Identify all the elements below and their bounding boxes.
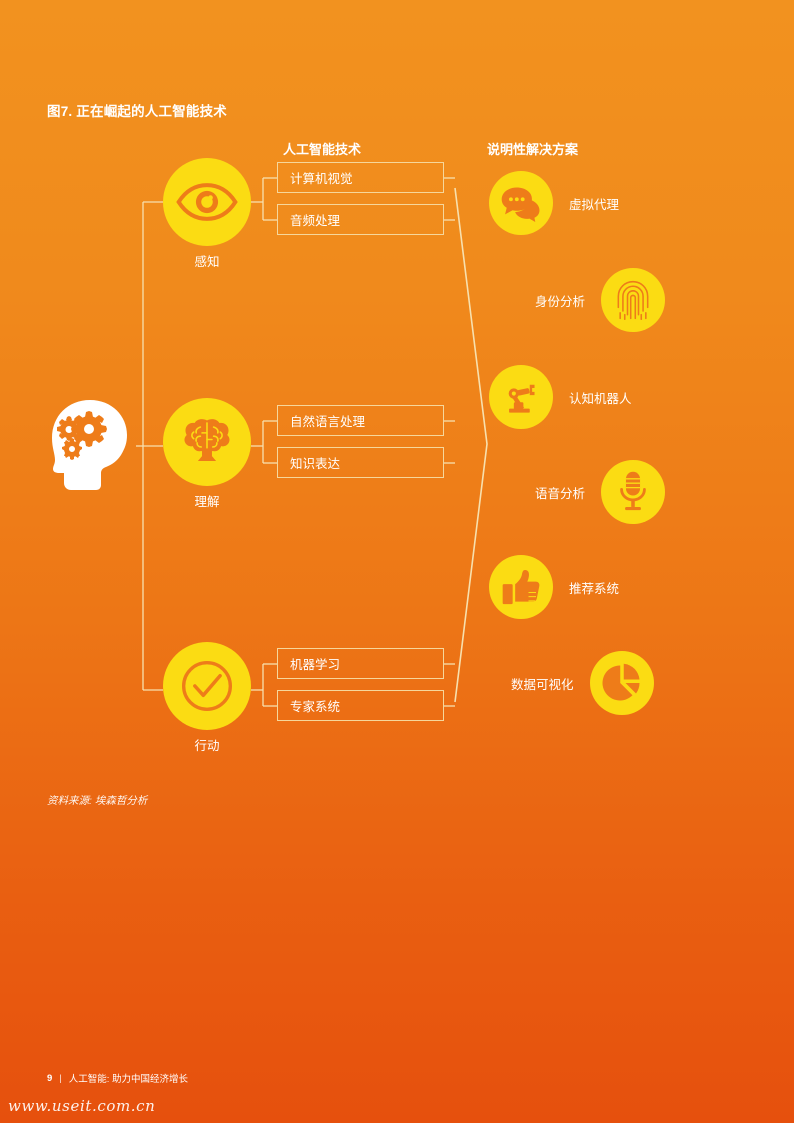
- chat-bubbles-icon: [501, 187, 540, 222]
- solution-label: 虚拟代理: [569, 197, 620, 212]
- capability-circle: [163, 398, 251, 486]
- eye-icon: [176, 183, 238, 221]
- solution-circle: [489, 171, 553, 235]
- head-with-gears-icon: [44, 398, 136, 493]
- technology-box[interactable]: 自然语言处理: [277, 405, 444, 436]
- solution-speech-analytics[interactable]: 语音分析: [535, 460, 666, 524]
- column-header-solution: 说明性解决方案: [487, 142, 579, 157]
- capability-label: 行动: [194, 739, 220, 753]
- capability-label: 感知: [194, 255, 220, 269]
- footer-separator: |: [59, 1072, 62, 1084]
- solution-virtual-agent[interactable]: 虚拟代理: [489, 171, 619, 235]
- watermark: www.useit.com.cn: [8, 1097, 156, 1115]
- capability-circle: [163, 158, 251, 246]
- technology-label: 自然语言处理: [290, 415, 366, 429]
- solution-label: 推荐系统: [569, 581, 620, 596]
- microphone-icon: [620, 471, 646, 511]
- check-circle-icon: [181, 660, 233, 712]
- technology-box[interactable]: 机器学习: [277, 648, 444, 679]
- footer-page-number: 9: [47, 1072, 53, 1084]
- solution-circle: [589, 651, 654, 715]
- technology-box[interactable]: 音频处理: [277, 204, 444, 235]
- solution-circle: [601, 460, 666, 524]
- solution-label: 数据可视化: [511, 677, 574, 692]
- solution-label: 身份分析: [535, 294, 586, 309]
- source-note: 资料来源: 埃森哲分析: [47, 795, 148, 807]
- solution-circle: [489, 365, 553, 429]
- capability-perception[interactable]: 感知: [163, 158, 251, 269]
- capability-comprehension[interactable]: 理解: [163, 398, 251, 509]
- capability-circle: [163, 642, 251, 730]
- robot-arm-icon: [508, 384, 535, 413]
- page-footer: 9 | 人工智能: 助力中国经济增长: [47, 1071, 189, 1086]
- solution-identity-analytics[interactable]: 身份分析: [535, 268, 666, 332]
- capability-action[interactable]: 行动: [163, 642, 251, 753]
- capability-label: 理解: [194, 495, 220, 509]
- solution-circle: [601, 268, 666, 332]
- solution-recommendation-system[interactable]: 推荐系统: [489, 555, 619, 619]
- technology-box[interactable]: 知识表达: [277, 447, 444, 478]
- column-header-technology: 人工智能技术: [283, 142, 362, 157]
- solution-cognitive-robotics[interactable]: 认知机器人: [489, 365, 632, 429]
- fingerprint-icon: [617, 280, 649, 321]
- solution-data-visualization[interactable]: 数据可视化: [511, 651, 654, 715]
- page-title: 图7. 正在崛起的人工智能技术: [47, 104, 228, 119]
- solution-label: 语音分析: [535, 486, 586, 501]
- footer-document-title: 人工智能: 助力中国经济增长: [68, 1074, 189, 1085]
- technology-label: 专家系统: [290, 700, 341, 714]
- pie-chart-icon: [602, 663, 640, 701]
- technology-box[interactable]: 专家系统: [277, 690, 444, 721]
- technology-label: 音频处理: [290, 214, 341, 228]
- technology-label: 机器学习: [290, 658, 341, 672]
- brain-icon: [184, 419, 230, 462]
- technology-label: 知识表达: [290, 457, 341, 471]
- technology-box[interactable]: 计算机视觉: [277, 162, 444, 193]
- thumbs-up-icon: [502, 569, 540, 604]
- solution-circle: [489, 555, 553, 619]
- solution-label: 认知机器人: [569, 391, 632, 406]
- technology-label: 计算机视觉: [290, 172, 353, 186]
